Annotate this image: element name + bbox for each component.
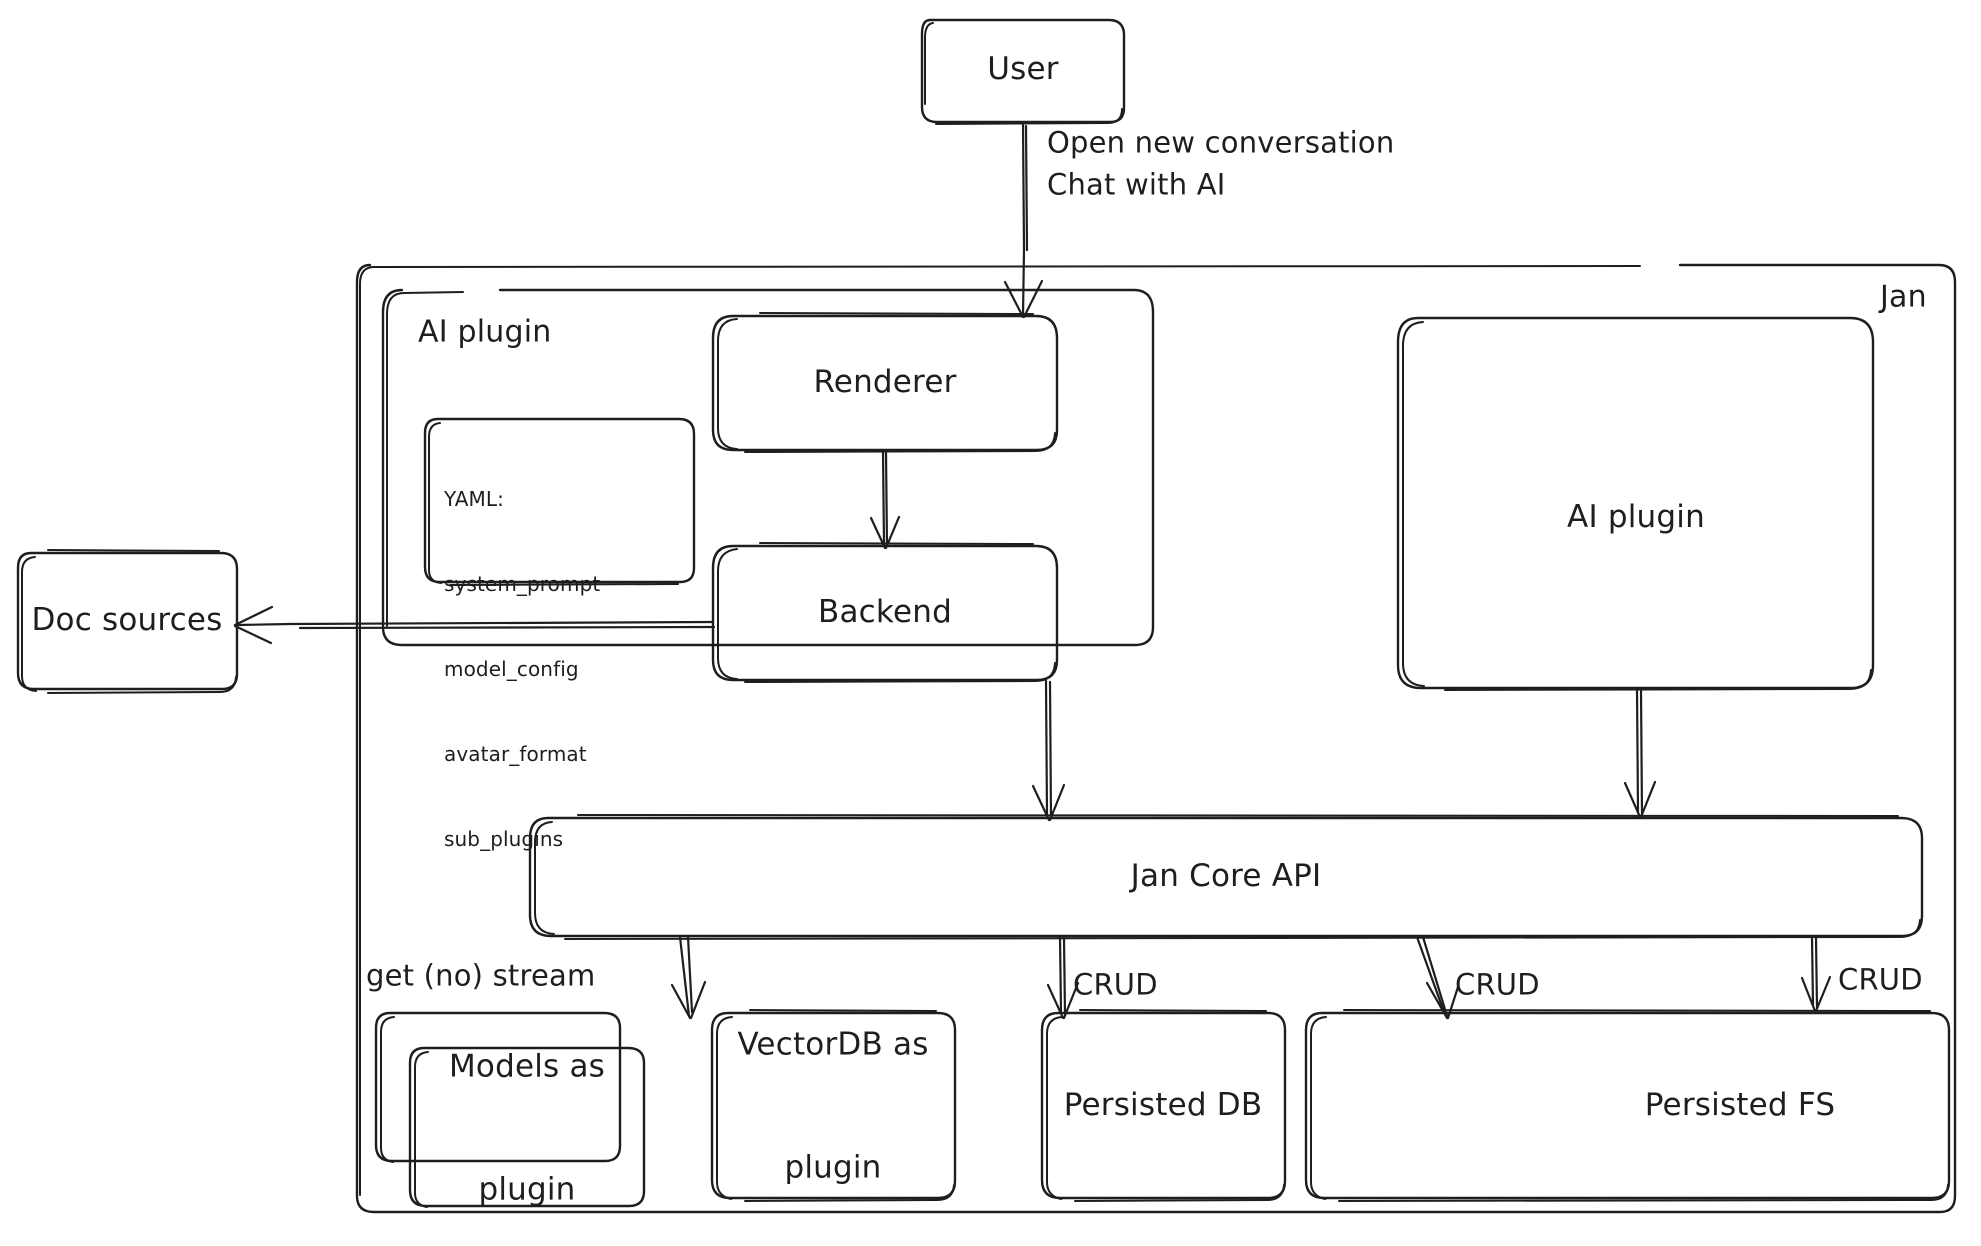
yaml-line-sub-plugins: sub_plugins [444, 827, 564, 852]
ai-plugin-container-label: AI plugin [418, 314, 552, 350]
yaml-line-title: YAML: [444, 486, 504, 511]
user-box[interactable] [922, 20, 1124, 122]
persisted-db-box-label: Persisted DB [1063, 1087, 1263, 1124]
doc-sources-box[interactable] [18, 553, 237, 689]
vectordb-plugin-label-line2: plugin [784, 1148, 882, 1185]
backend-box[interactable] [713, 546, 1057, 680]
yaml-line-model-config: model_config [444, 657, 579, 682]
persisted-db-box[interactable] [1042, 1013, 1285, 1198]
renderer-box[interactable] [713, 316, 1057, 450]
persisted-fs-box-label: Persisted FS [1644, 1087, 1836, 1124]
persisted-fs-box[interactable] [1306, 1013, 1949, 1198]
edge-core-to-persisted-db-label: CRUD [1455, 967, 1540, 1002]
models-plugin-box[interactable] [410, 1048, 644, 1206]
edge-core-to-models-label: get (no) stream [366, 958, 596, 993]
edge-user-to-renderer-label-line1: Open new conversation [1047, 125, 1395, 160]
jan-core-api-box[interactable] [530, 818, 1922, 936]
models-plugin-label-line1: Models as [448, 1048, 606, 1085]
ai-plugin-right-box-label: AI plugin [1567, 499, 1705, 536]
user-box-label: User [987, 51, 1059, 88]
vectordb-plugin-label-line1: VectorDB as [737, 1026, 929, 1063]
jan-container-label: Jan [1880, 279, 1927, 315]
edge-core-to-vectordb-label: CRUD [1073, 967, 1158, 1002]
edge-core-to-models [670, 935, 707, 1020]
doc-sources-box-label: Doc sources [31, 602, 223, 639]
edge-core-to-persisted-fs-label: CRUD [1838, 962, 1923, 997]
jan-core-api-box-label: Jan Core API [1130, 858, 1322, 895]
edge-user-to-renderer-label-line2: Chat with AI [1047, 167, 1226, 202]
vectordb-plugin-box[interactable] [712, 1013, 955, 1198]
edge-backend-to-core [1031, 679, 1066, 822]
ai-plugin-right-box[interactable] [1398, 318, 1873, 688]
edge-renderer-to-backend [869, 449, 901, 550]
renderer-box-label: Renderer [813, 364, 957, 401]
yaml-box[interactable]: YAML: system_prompt model_config avatar_… [444, 428, 600, 911]
backend-box-label: Backend [818, 594, 952, 631]
yaml-line-system-prompt: system_prompt [444, 571, 601, 596]
yaml-line-avatar-format: avatar_format [444, 742, 587, 767]
edge-core-to-persisted-db [1415, 935, 1460, 1020]
models-plugin-box-label: Models as plugin [449, 964, 605, 1246]
edge-user-to-renderer [1003, 121, 1044, 319]
edge-core-to-persisted-fs [1800, 935, 1832, 1013]
vectordb-plugin-box-label: VectorDB as plugin [737, 942, 928, 1246]
edge-ai-plugin-right-to-core [1623, 687, 1657, 819]
models-plugin-label-line2: plugin [478, 1170, 576, 1207]
